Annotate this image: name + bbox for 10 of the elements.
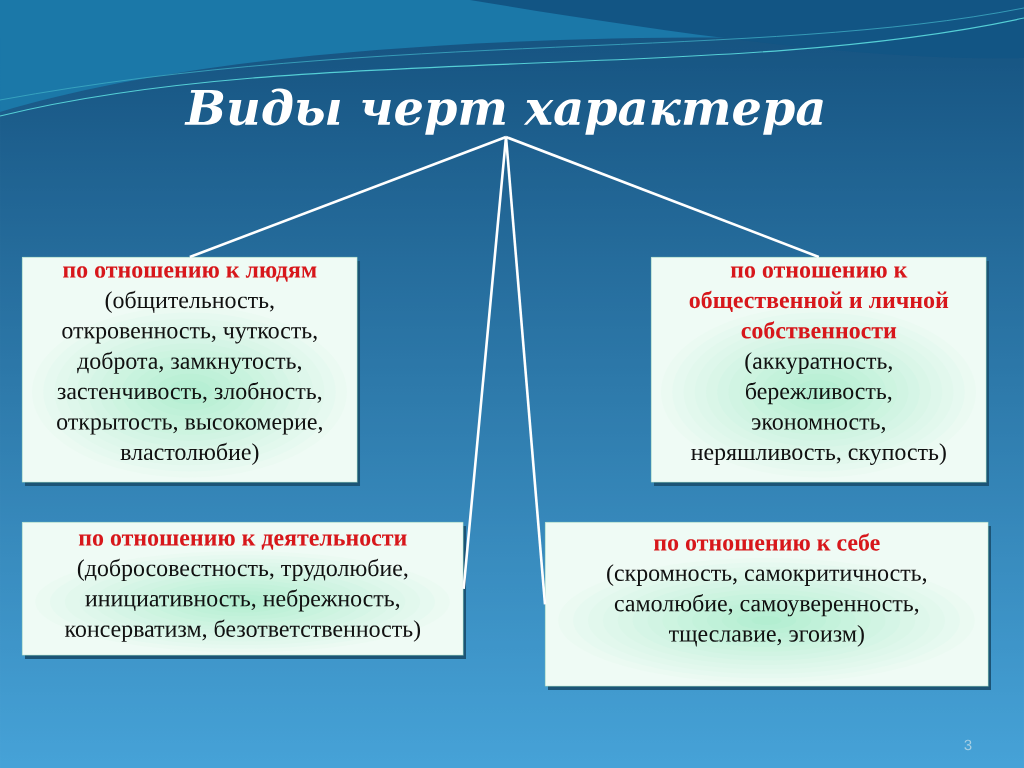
connector-line (504, 136, 547, 605)
connector-line (189, 135, 507, 259)
category-box: по отношению к себе (скромность, самокритичность, самолюбие, самоуверенность, тщеславие, эгоизм) (545, 522, 991, 690)
page-number: 3 (964, 739, 972, 751)
category-box: по отношению к людям (общительность, откровенность, чуткость, доброта, замкнутость, застенчивость, злобность, открытость, высокомерие, властолюбие) (22, 257, 360, 486)
category-box: по отношению к общественной и личной собственности (аккуратность, бережливость, экономность, неряшливость, скупость) (651, 257, 989, 486)
connector-line (462, 136, 508, 589)
category-box: по отношению к деятельности (добросовестность, трудолюбие, инициативность, небрежность, консерватизм, безответственность) (22, 522, 466, 659)
title: Виды черт характера (184, 88, 823, 135)
connector-line (505, 135, 820, 259)
